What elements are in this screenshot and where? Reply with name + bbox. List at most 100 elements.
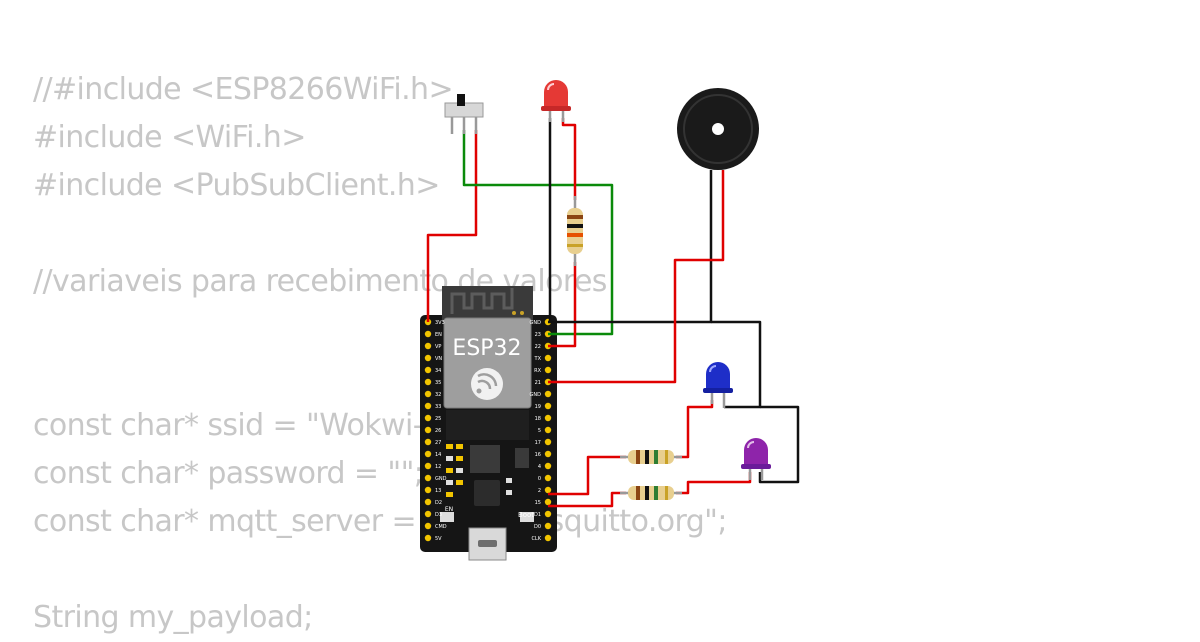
left-pin-label: 26 [435,428,441,434]
left-pin-label: VP [435,344,441,350]
left-pin-label: 12 [435,464,441,470]
left-pin-10[interactable] [424,438,432,446]
left-pin-8[interactable] [424,414,432,422]
right-pin-9[interactable] [544,426,552,434]
left-pin-label: 34 [435,368,441,374]
resistor-blue-led [620,450,682,464]
right-pin-label: 5 [538,428,541,434]
right-pin-4[interactable] [544,366,552,374]
right-pin-label: 2 [538,488,541,494]
right-pin-label: D1 [534,512,541,518]
left-pin-14[interactable] [424,486,432,494]
en-label: EN [445,506,453,513]
buzzer[interactable] [677,88,759,170]
left-pin-1[interactable] [424,330,432,338]
en-button[interactable] [440,512,454,522]
wire-purple-led [676,472,752,495]
left-pin-3[interactable] [424,354,432,362]
boot-label: Boot [518,511,534,519]
wire-red-led-resistor [548,262,577,348]
left-pin-label: D2 [435,500,442,506]
left-pin-2[interactable] [424,342,432,350]
right-pin-16[interactable] [544,510,552,518]
left-pin-12[interactable] [424,462,432,470]
right-pin-17[interactable] [544,522,552,530]
right-pin-8[interactable] [544,414,552,422]
right-pin-10[interactable] [544,438,552,446]
right-pin-label: 23 [535,332,541,338]
wire-switch-green [462,130,614,336]
purple-led[interactable] [741,438,771,480]
right-pin-label: 18 [535,416,541,422]
right-pin-label: RX [534,368,541,374]
left-pin-15[interactable] [424,498,432,506]
code-line: //#include <ESP8266WiFi.h> [33,72,454,107]
left-pin-13[interactable] [424,474,432,482]
left-pin-4[interactable] [424,366,432,374]
boot-button[interactable] [520,512,534,522]
right-pin-label: 22 [535,344,541,350]
right-pin-label: TX [534,356,542,362]
left-pin-header: 3V3ENVPVN343532332526271412GND13D2D3CMD5… [424,318,447,542]
left-pin-18[interactable] [424,534,432,542]
espressif-logo-icon [471,368,503,400]
right-pin-13[interactable] [544,474,552,482]
left-pin-7[interactable] [424,402,432,410]
left-pin-label: EN [435,332,442,338]
wire-blue-resistor [548,455,626,496]
left-pin-11[interactable] [424,450,432,458]
right-pin-label: 21 [535,380,541,386]
right-pin-label: 0 [538,476,541,482]
wire-blue-led [676,400,714,459]
right-pin-label: D0 [534,524,541,530]
left-pin-label: 25 [435,416,441,422]
red-led[interactable] [541,80,571,122]
right-pin-11[interactable] [544,450,552,458]
wire-buzzer-positive [548,170,725,384]
code-line: #include <PubSubClient.h> [33,168,440,203]
right-pin-15[interactable] [544,498,552,506]
wire-ground-purple [758,405,800,484]
right-pin-label: 15 [535,500,541,506]
left-pin-6[interactable] [424,390,432,398]
left-pin-label: 3V3 [435,320,445,326]
code-line: const char* mqtt_server = "test.mosquitt… [33,504,727,539]
left-pin-label: D3 [435,512,442,518]
right-pin-7[interactable] [544,402,552,410]
left-pin-label: 32 [435,392,441,398]
right-pin-label: 19 [535,404,541,410]
left-pin-label: 13 [435,488,441,494]
left-pin-label: 35 [435,380,441,386]
left-pin-16[interactable] [424,510,432,518]
left-pin-17[interactable] [424,522,432,530]
left-pin-label: 27 [435,440,441,446]
right-pin-label: GND [530,320,542,326]
right-pin-6[interactable] [544,390,552,398]
board-label: ESP32 [452,336,521,361]
right-pin-18[interactable] [544,534,552,542]
left-pin-label: VN [435,356,442,362]
code-line: String my_payload; [33,600,313,635]
right-pin-12[interactable] [544,462,552,470]
right-pin-14[interactable] [544,486,552,494]
slide-switch[interactable] [444,94,484,134]
resistor-purple-led [620,486,682,500]
right-pin-label: 16 [535,452,541,458]
code-line: #include <WiFi.h> [33,120,306,155]
left-pin-5[interactable] [424,378,432,386]
left-pin-label: 5V [435,536,442,542]
left-pin-9[interactable] [424,426,432,434]
left-pin-label: 14 [435,452,441,458]
right-pin-label: 17 [535,440,541,446]
left-pin-label: CMD [435,524,447,530]
right-pin-label: GND [530,392,542,398]
resistor-red-led [567,196,583,266]
right-pin-3[interactable] [544,354,552,362]
code-line: const char* password = ""; [33,456,424,491]
left-pin-label: GND [435,476,447,482]
blue-led[interactable] [703,362,733,408]
right-pin-label: CLK [531,536,541,542]
